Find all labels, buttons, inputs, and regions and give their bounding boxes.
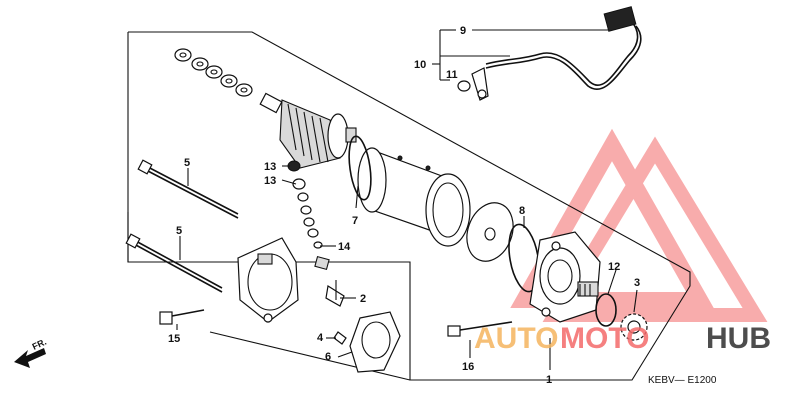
- callout-6: 6: [325, 351, 331, 363]
- callout-13-lower: 13: [264, 175, 276, 187]
- terminal-2: [325, 280, 345, 307]
- front-cover: [529, 231, 601, 323]
- front-indicator-label: FR.: [31, 337, 48, 352]
- callout-7: 7: [352, 215, 358, 227]
- long-bolt-lower: [125, 233, 223, 293]
- brush-plate-6: [349, 311, 401, 373]
- front-arrow-icon: [14, 348, 46, 368]
- callout-3: 3: [634, 277, 640, 289]
- motor-case: [357, 147, 471, 247]
- spring-4: [333, 331, 347, 345]
- bolt-15: [159, 309, 205, 325]
- callout-9: 9: [460, 25, 466, 37]
- bolt-16: [447, 321, 513, 337]
- callout-5-lower: 5: [176, 225, 182, 237]
- diagram-code: KEBV— E1200: [648, 375, 717, 386]
- armature: [259, 92, 357, 169]
- callout-12: 12: [608, 261, 620, 273]
- callout-15: 15: [168, 333, 180, 345]
- pinion-gear-3: [620, 313, 648, 341]
- assembly-outline: [127, 31, 691, 381]
- callout-2: 2: [360, 293, 366, 305]
- callout-4: 4: [317, 332, 324, 344]
- small-parts-stack: [287, 160, 330, 271]
- watermark-moto: MOTO: [560, 322, 649, 355]
- watermark-logo-icon: [510, 128, 768, 322]
- callout-1: 1: [546, 374, 552, 386]
- callout-16: 16: [462, 361, 474, 373]
- callout-11: 11: [446, 69, 458, 81]
- leader-lines: [176, 29, 638, 370]
- long-bolt-upper: [137, 159, 239, 219]
- callout-10: 10: [414, 59, 426, 71]
- callout-14: 14: [338, 241, 351, 253]
- callout-8: 8: [519, 205, 525, 217]
- o-ring-7: [348, 135, 372, 201]
- starter-cable: [485, 6, 642, 90]
- watermark-auto: AUTO: [474, 322, 558, 355]
- thrust-plate: [466, 202, 514, 262]
- terminal-nut-11: [457, 67, 489, 101]
- watermark-hub: HUB: [706, 322, 771, 355]
- callout-5-upper: 5: [184, 157, 190, 169]
- o-ring-12: [595, 293, 617, 327]
- washer-stack: [174, 48, 253, 97]
- callout-13-upper: 13: [264, 161, 276, 173]
- rear-cover: [237, 237, 299, 323]
- watermark-text: AUTO MOTO HUB: [474, 322, 771, 355]
